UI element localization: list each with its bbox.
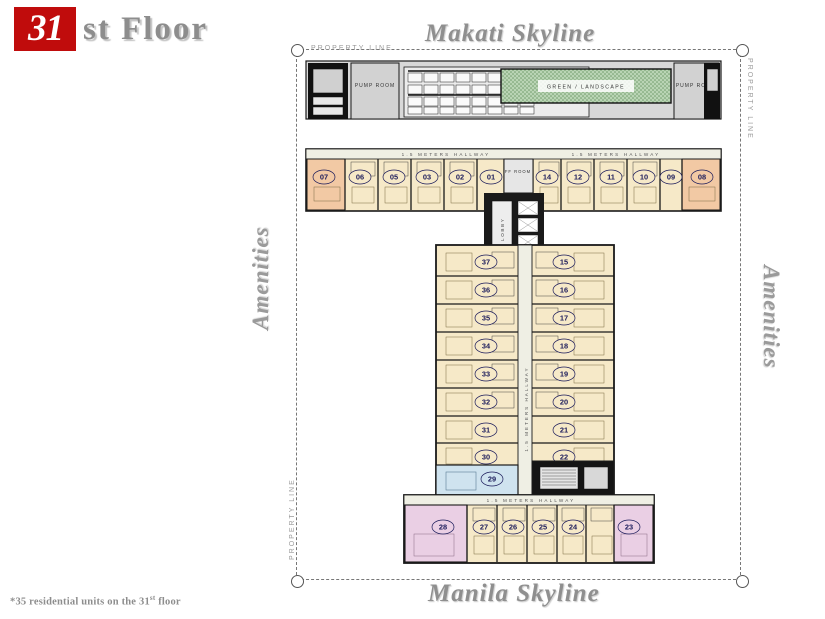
footnote-prefix: *35 residential units on the 31 bbox=[10, 596, 150, 608]
unit-label: 31 bbox=[482, 425, 490, 434]
unit-label: 27 bbox=[480, 522, 488, 531]
ff-room-label: FF ROOM bbox=[505, 169, 531, 174]
footnote-ordinal: st bbox=[149, 594, 156, 602]
top-service-band: PUMP ROOM GREEN / LANDSCAPE bbox=[305, 60, 722, 120]
unit-label: 07 bbox=[320, 172, 328, 181]
unit-label: 36 bbox=[482, 285, 490, 294]
corner-marker-top-left bbox=[291, 44, 304, 57]
page-title: 31 st Floor bbox=[14, 6, 208, 52]
unit-bubble-29: 29 bbox=[480, 471, 504, 487]
unit-label: 32 bbox=[482, 397, 490, 406]
central-wing: 1.5 METERS HALLWAY bbox=[435, 244, 615, 496]
unit-label: 28 bbox=[439, 522, 447, 531]
unit-label: 03 bbox=[423, 172, 431, 181]
unit-label: 19 bbox=[560, 369, 568, 378]
unit-label: 26 bbox=[509, 522, 517, 531]
unit-label: 29 bbox=[488, 474, 496, 483]
unit-bubbles-center-left: 37 36 35 34 33 32 31 30 bbox=[474, 254, 498, 465]
footnote-suffix: floor bbox=[155, 596, 181, 608]
unit-label: 35 bbox=[482, 313, 490, 322]
unit-label: 09 bbox=[667, 172, 675, 181]
unit-label: 01 bbox=[487, 172, 495, 181]
floor-title-text: st Floor bbox=[83, 10, 209, 47]
corner-marker-bottom-right bbox=[736, 575, 749, 588]
unit-label: 20 bbox=[560, 397, 568, 406]
unit-label: 11 bbox=[607, 172, 615, 181]
unit-label: 14 bbox=[543, 172, 552, 181]
floor-number-badge: 31 bbox=[14, 7, 76, 51]
unit-label: 34 bbox=[482, 341, 491, 350]
unit-label: 33 bbox=[482, 369, 490, 378]
pump-room-left-label: PUMP ROOM bbox=[355, 83, 395, 89]
unit-bubbles-center-right: 15 16 17 18 19 20 21 22 bbox=[552, 254, 576, 465]
lower-wing: 1.5 METERS HALLWAY 28 27 bbox=[403, 494, 655, 564]
unit-label: 30 bbox=[482, 452, 490, 461]
amenities-label-left: Amenities bbox=[248, 226, 273, 330]
unit-label: 12 bbox=[574, 172, 582, 181]
hallway-label-central: 1.5 METERS HALLWAY bbox=[524, 366, 529, 451]
unit-label: 21 bbox=[560, 425, 568, 434]
unit-label: 24 bbox=[569, 522, 578, 531]
unit-label: 08 bbox=[698, 172, 706, 181]
unit-label: 23 bbox=[625, 522, 633, 531]
corner-marker-top-right bbox=[736, 44, 749, 57]
unit-count-footnote: *35 residential units on the 31st floor bbox=[10, 594, 181, 608]
unit-label: 18 bbox=[560, 341, 568, 350]
unit-label: 05 bbox=[390, 172, 398, 181]
property-line-label-right: PROPERTY LINE bbox=[746, 58, 753, 140]
green-landscape-label: GREEN / LANDSCAPE bbox=[547, 85, 625, 91]
hallway-label-upper-left: 1.5 METERS HALLWAY bbox=[402, 152, 491, 157]
amenities-label-right: Amenities bbox=[759, 265, 784, 369]
pump-room-right-label: PUMP ROOM bbox=[676, 83, 716, 89]
hallway-label-lower: 1.5 METERS HALLWAY bbox=[487, 498, 576, 503]
unit-label: 16 bbox=[560, 285, 568, 294]
upper-wing: 1.5 METERS HALLWAY 1.5 METERS HALLWAY bbox=[305, 148, 722, 212]
corner-marker-bottom-left bbox=[291, 575, 304, 588]
unit-label: 25 bbox=[539, 522, 547, 531]
makati-skyline-label: Makati Skyline bbox=[425, 20, 596, 47]
unit-bubbles-upper-right: 14 12 11 10 09 08 bbox=[535, 169, 714, 185]
manila-skyline-label: Manila Skyline bbox=[428, 580, 600, 607]
unit-label: 37 bbox=[482, 257, 490, 266]
unit-label: 22 bbox=[560, 452, 568, 461]
property-line-frame bbox=[296, 49, 741, 580]
unit-bubbles-lower: 28 27 26 25 24 23 bbox=[431, 519, 641, 535]
unit-label: 15 bbox=[560, 257, 568, 266]
unit-label: 10 bbox=[640, 172, 648, 181]
floor-plan-drawing: PUMP ROOM GREEN / LANDSCAPE bbox=[296, 49, 741, 580]
unit-bubbles-upper-left: 07 06 05 03 02 01 bbox=[312, 169, 503, 185]
property-line-label-left: PROPERTY LINE bbox=[289, 478, 296, 560]
unit-label: 17 bbox=[560, 313, 568, 322]
unit-label: 06 bbox=[356, 172, 364, 181]
property-line-label-top: PROPERTY LINE bbox=[311, 45, 393, 52]
hallway-label-upper-right: 1.5 METERS HALLWAY bbox=[572, 152, 661, 157]
unit-label: 02 bbox=[456, 172, 464, 181]
